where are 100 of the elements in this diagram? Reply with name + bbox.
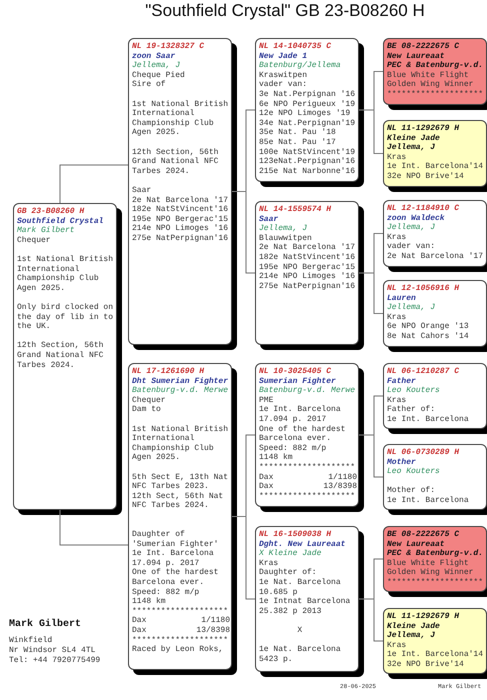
pedigree-note: Mother of:	[387, 486, 436, 496]
breeder-name: Mark Gilbert	[17, 226, 75, 236]
pigeon-name: Southfield Crystal	[17, 216, 104, 226]
ring-number: GB 23-B08260 H	[17, 207, 84, 217]
pedigree-note: 'Sumerian Fighter'	[132, 540, 218, 549]
pedigree-note: 275e NatPerpignan'16	[132, 234, 228, 244]
pedigree-note: 2e Nat Barcelona '17	[387, 252, 484, 262]
pedigree-note: Daughter of	[132, 530, 185, 540]
pigeon-name: Saar	[259, 214, 278, 224]
ring-number: NL 11-1292679 H	[387, 612, 460, 622]
pedigree-note: vader van:	[259, 80, 308, 90]
pedigree-note: Kras	[387, 232, 406, 242]
pedigree-note: 195e NPO Bergerac'15	[132, 214, 228, 224]
pedigree-note: 5423 p.	[259, 654, 293, 664]
pedigree-note: ********************	[132, 636, 228, 645]
pedigree-note: Blauwwitpen	[259, 234, 312, 243]
pedigree-note: Dax 1/1180	[132, 616, 230, 626]
ring-number: NL 06-1210287 C	[387, 367, 460, 377]
ring-number: NL 19-1328327 C	[132, 42, 204, 52]
breeder-name: PEC & Batenburg-v.d.	[387, 549, 484, 559]
connector-line	[358, 434, 384, 478]
pedigree-note: 10.685 p	[259, 588, 298, 598]
pedigree-note: 1e Int. Barcelona	[132, 549, 214, 559]
pigeon-name: Father	[387, 376, 416, 386]
pedigree-note: One of the hardest Barcelona ever.	[132, 568, 220, 588]
pedigree-note: Dax 1/1180	[259, 472, 357, 482]
pedigree-note: 1e Int. Barcelona'14	[387, 162, 484, 172]
breeder-name: Batenburg-v.d. Merwe	[132, 386, 228, 396]
breeder-name: Batenburg/Jellema	[259, 61, 341, 71]
pedigree-note: 1e Nat. Barcelona	[259, 645, 341, 655]
pedigree-note: 1st National British International Championship Club Agen 2025.	[132, 424, 230, 463]
pedigree-note: Speed: 882 m/p	[132, 588, 200, 597]
connector-line	[232, 516, 256, 600]
pedigree-note: Dam to	[132, 405, 161, 415]
pigeon-name: New Laureaat	[387, 52, 445, 61]
pedigree-note: Kras	[387, 396, 406, 405]
ring-number: BE 08-2222675 C	[387, 530, 460, 540]
pedigree-note: Kras	[259, 558, 278, 568]
connector-line	[358, 598, 384, 642]
connector-line	[60, 164, 128, 204]
pedigree-note: ********************	[259, 462, 356, 473]
connector-line	[232, 191, 256, 274]
pigeon-name: New Jade 1	[259, 52, 308, 61]
pedigree-note: 100e NatStVincent'19	[259, 148, 356, 157]
ring-number: NL 06-0730289 H	[387, 448, 460, 458]
pedigree-note: 12th Section, 56th Grand National NFC Tarbes 2024.	[17, 341, 104, 370]
pedigree-note: 2e Nat Barcelona '17	[259, 243, 356, 253]
ring-number: NL 14-1040735 C	[259, 42, 332, 52]
pedigree-note: 85e Nat. Pau '17	[259, 138, 336, 148]
pedigree-note: 182e NatStVincent'16	[132, 205, 228, 215]
pigeon-name: Dht Sumerian Fighter	[132, 376, 228, 386]
ring-number: NL 14-1559574 H	[259, 205, 332, 215]
pedigree-note: 32e NPO Brive'14	[387, 172, 464, 182]
pedigree-note: 3e Nat.Perpignan '16	[259, 90, 356, 100]
pedigree-note: 214e NPO Limoges '16	[132, 224, 228, 234]
pedigree-note: Speed: 882 m/p	[259, 444, 326, 453]
phone-number: Tel: +44 7920775499	[9, 656, 100, 665]
pedigree-note: One of the hardest Barcelona ever.	[259, 424, 346, 444]
pedigree-note: vader van:	[387, 242, 436, 252]
pedigree-note: 32e NPO Brive'14	[387, 660, 464, 670]
breeder-name: Leo Kouters	[387, 386, 440, 396]
pigeon-name: Kleine Jade	[387, 622, 440, 631]
ring-number: NL 11-1292679 H	[387, 124, 460, 134]
pedigree-note: 1e Int. Barcelona'14	[387, 650, 484, 660]
pedigree-note: Dax 13/8398	[259, 482, 357, 492]
pedigree-note: 123eNat.Perpignan'16	[259, 157, 356, 167]
page-title: "Southfield Crystal" GB 23-B08260 H	[144, 1, 426, 21]
pigeon-name: Mother	[387, 458, 416, 468]
pedigree-note: 17.094 p. 2017	[259, 414, 326, 425]
pedigree-note: Raced by Leon Roks,	[132, 645, 224, 655]
pedigree-note: Kras	[387, 312, 406, 322]
breeder-name: Jellema, J	[259, 224, 308, 234]
pedigree-note: 6e NPO Perigueux '19	[259, 100, 356, 109]
pedigree-note: 215e Nat Narbonne'16	[259, 166, 356, 176]
pedigree-note: ********************	[387, 578, 484, 588]
address-line: Nr Windsor SL4 4TL	[9, 646, 96, 655]
pedigree-note: 275e NatPerpignan'16	[259, 282, 356, 292]
pedigree-note: 12e NPO Limoges '19	[259, 109, 350, 119]
breeder-name: Jellema, J	[132, 61, 180, 71]
pedigree-note: 1st National British International Championship Club Agen 2025.	[132, 100, 230, 138]
pedigree-note: 1e Nat. Barcelona	[259, 578, 341, 588]
pedigree-note: 195e NPO Bergerac'15	[259, 262, 356, 272]
pedigree-note: Dax 13/8398	[132, 626, 230, 636]
pedigree-note: Golden Wing Winner	[387, 568, 474, 578]
ring-number: NL 16-1509038 H	[259, 530, 332, 540]
pigeon-name: Sumerian Fighter	[259, 376, 336, 386]
pedigree-note: Daughter of:	[259, 568, 317, 578]
pedigree-note: 1e Int. Barcelona	[259, 405, 341, 415]
connector-line	[60, 510, 128, 546]
address-line: Winkfield	[9, 636, 52, 645]
pedigree-note: 35e Nat. Pau '18	[259, 128, 336, 138]
pedigree-note: 6e NPO Orange '13	[387, 322, 469, 332]
pedigree-note: Blue White Flight	[387, 558, 469, 568]
pedigree-note: ********************	[132, 606, 228, 616]
pedigree-note: 17.094 p. 2017	[132, 558, 200, 568]
pedigree-note: Chequer	[17, 236, 51, 246]
pedigree-note: 214e NPO Limoges '16	[259, 272, 356, 282]
pedigree-note: 1e Intnat Barcelona	[259, 597, 350, 607]
breeder-name: Jellema, J	[387, 631, 436, 641]
pedigree-note: Sire of	[132, 80, 166, 90]
